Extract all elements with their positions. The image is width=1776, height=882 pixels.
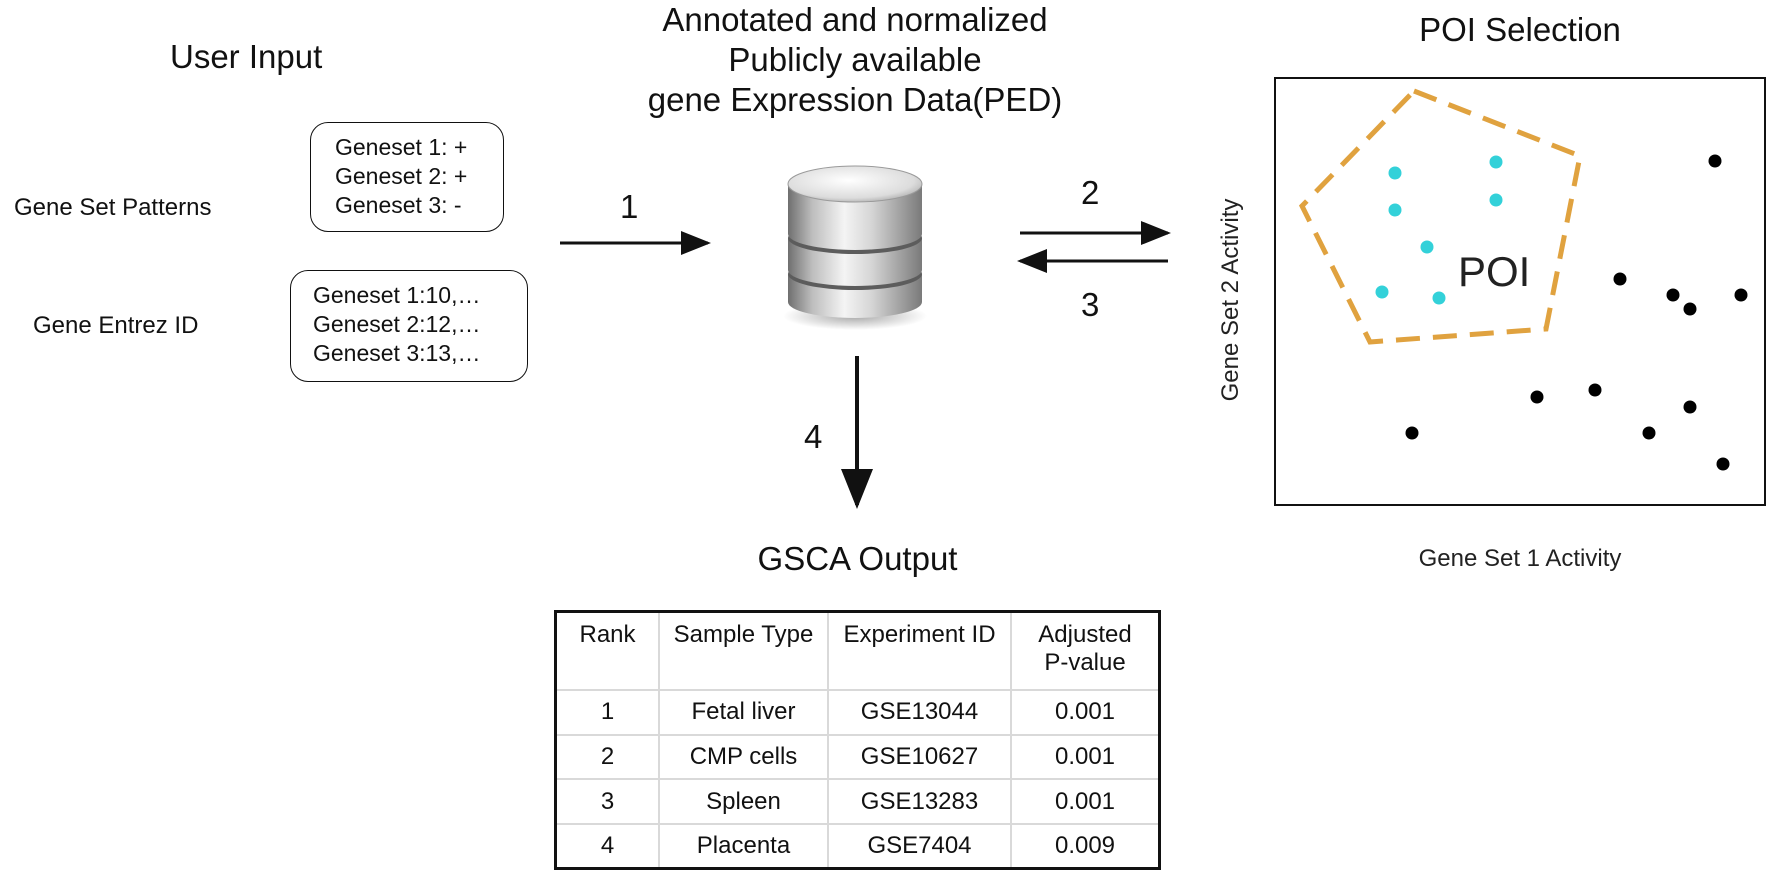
gsca-output-title: GSCA Output [757, 540, 958, 577]
other-points [1405, 154, 1748, 471]
selected-point [1388, 166, 1402, 180]
database-title-line: Annotated and normalized [662, 1, 1048, 38]
cell-rank: 2 [557, 733, 660, 781]
pattern-line: Geneset 3: - [335, 192, 462, 218]
header-rank: Rank [557, 613, 660, 691]
other-point [1734, 288, 1748, 302]
cell-sample-type: CMP cells [658, 733, 829, 781]
other-point [1405, 426, 1419, 440]
selected-points [1375, 155, 1503, 305]
y-axis-label: Gene Set 2 Activity [1217, 199, 1245, 402]
entrez-line: Geneset 3:13,… [313, 340, 481, 366]
step-3-label: 3 [1081, 286, 1100, 323]
selected-point [1420, 240, 1434, 254]
database-icon [783, 165, 927, 330]
other-point [1588, 383, 1602, 397]
selected-point [1489, 155, 1503, 169]
other-point [1708, 154, 1722, 168]
table-row: 3 Spleen GSE13283 0.001 [557, 778, 1158, 825]
entrez-line: Geneset 1:10,… [313, 282, 481, 308]
entrez-line: Geneset 2:12,… [313, 311, 481, 337]
header-adjusted-line1: Adjusted [1038, 621, 1132, 648]
other-point [1613, 272, 1627, 286]
step-4-label: 4 [804, 418, 823, 455]
x-axis-label: Gene Set 1 Activity [1418, 545, 1622, 572]
cell-rank: 4 [557, 822, 660, 867]
selected-point [1432, 291, 1446, 305]
header-experiment-id: Experiment ID [827, 613, 1012, 691]
pattern-line: Geneset 1: + [335, 134, 468, 160]
cell-sample-type: Spleen [658, 778, 829, 825]
other-point [1683, 302, 1697, 316]
poi-region-label: POI [1458, 248, 1531, 295]
selected-point [1388, 203, 1402, 217]
other-point [1642, 426, 1656, 440]
poi-scatter-plot [1274, 77, 1766, 506]
poi-selection-title: POI Selection [1419, 11, 1621, 48]
table-row: 2 CMP cells GSE10627 0.001 [557, 733, 1158, 781]
cell-experiment-id: GSE13283 [827, 778, 1012, 825]
cell-p-value: 0.001 [1010, 689, 1158, 736]
header-sample-type: Sample Type [658, 613, 829, 691]
poi-region [1298, 88, 1583, 345]
other-point [1666, 288, 1680, 302]
gene-set-patterns-label: Gene Set Patterns [14, 194, 212, 221]
gsca-output-table: Rank Sample Type Experiment ID Adjusted … [554, 610, 1161, 870]
cell-p-value: 0.009 [1010, 822, 1158, 867]
cell-experiment-id: GSE10627 [827, 733, 1012, 781]
y-axis-label-text: Gene Set 2 Activity [1217, 198, 1244, 402]
cell-rank: 3 [557, 778, 660, 825]
step-2-label: 2 [1081, 174, 1100, 211]
selected-point [1375, 285, 1389, 299]
header-adjusted-p-value: Adjusted P-value [1010, 613, 1158, 691]
pattern-line: Geneset 2: + [335, 163, 468, 189]
other-point [1683, 400, 1697, 414]
cell-p-value: 0.001 [1010, 778, 1158, 825]
database-title: Annotated and normalized Publicly availa… [600, 0, 1110, 120]
cell-experiment-id: GSE7404 [827, 822, 1012, 867]
cell-sample-type: Fetal liver [658, 689, 829, 736]
database-title-line: gene Expression Data(PED) [647, 81, 1063, 118]
cell-sample-type: Placenta [658, 822, 829, 867]
other-point [1716, 457, 1730, 471]
table-row: 1 Fetal liver GSE13044 0.001 [557, 689, 1158, 736]
cell-p-value: 0.001 [1010, 733, 1158, 781]
cell-experiment-id: GSE13044 [827, 689, 1012, 736]
gene-entrez-id-box: Geneset 1:10,… Geneset 2:12,… Geneset 3:… [290, 270, 528, 382]
gene-set-patterns-box: Geneset 1: + Geneset 2: + Geneset 3: - [310, 122, 504, 232]
cell-rank: 1 [557, 689, 660, 736]
database-title-line: Publicly available [728, 41, 982, 78]
other-point [1530, 390, 1544, 404]
header-adjusted-line2: P-value [1044, 649, 1126, 676]
table-row: 4 Placenta GSE7404 0.009 [557, 822, 1158, 867]
gene-entrez-id-label: Gene Entrez ID [33, 312, 199, 339]
user-input-title: User Input [170, 38, 323, 75]
selected-point [1489, 193, 1503, 207]
step-1-label: 1 [620, 188, 639, 225]
